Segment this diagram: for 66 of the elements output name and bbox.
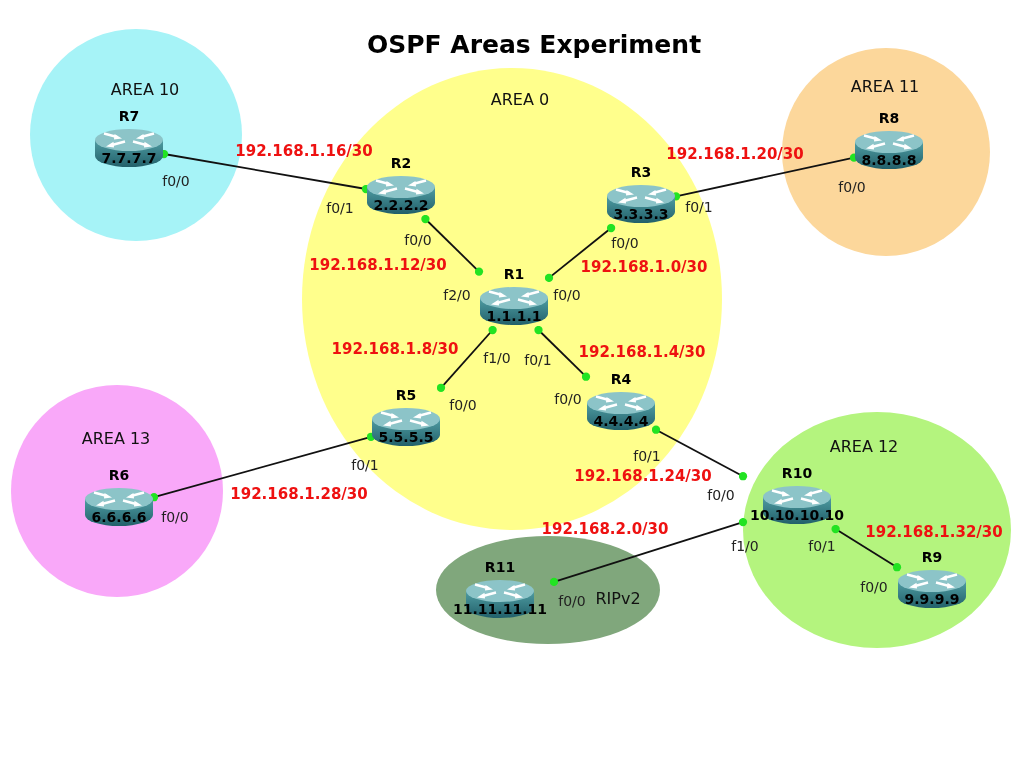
area-label: AREA 12 xyxy=(829,437,899,457)
router-id: 9.9.9.9 xyxy=(904,590,960,608)
subnet-label: 192.168.1.16/30 xyxy=(235,143,373,161)
link-line xyxy=(651,425,748,481)
interface-label: f0/0 xyxy=(553,286,581,304)
area-label: AREA 10 xyxy=(110,80,180,100)
link-line xyxy=(421,214,484,276)
interface-label: f0/0 xyxy=(558,592,586,610)
link-line xyxy=(436,325,497,392)
subnet-label: 192.168.1.8/30 xyxy=(331,341,459,359)
router-name: R3 xyxy=(630,163,652,181)
router-name: R8 xyxy=(878,109,900,127)
router-id: 4.4.4.4 xyxy=(593,412,649,430)
router-id: 8.8.8.8 xyxy=(861,151,917,169)
router-id: 7.7.7.7 xyxy=(101,149,157,167)
interface-label: f1/0 xyxy=(483,349,511,367)
link-line xyxy=(544,223,616,283)
router-name: R2 xyxy=(390,154,412,172)
subnet-label: 192.168.1.24/30 xyxy=(574,468,712,486)
link-line xyxy=(831,524,902,572)
router-id: 1.1.1.1 xyxy=(486,307,542,325)
link-line xyxy=(671,153,859,201)
interface-label: f0/0 xyxy=(449,396,477,414)
interface-label: f1/0 xyxy=(731,537,759,555)
diagram-title: OSPF Areas Experiment xyxy=(366,30,702,60)
router-name: R11 xyxy=(484,558,516,576)
interface-label: f0/1 xyxy=(326,199,354,217)
interface-label: f0/1 xyxy=(351,456,379,474)
interface-label: f0/0 xyxy=(838,178,866,196)
interface-label: f0/0 xyxy=(161,508,189,526)
link-line xyxy=(534,325,591,381)
interface-label: f0/0 xyxy=(554,390,582,408)
router-name: R1 xyxy=(503,265,525,283)
area-label: AREA 11 xyxy=(850,77,920,97)
interface-label: f2/0 xyxy=(443,286,471,304)
interface-label: f0/0 xyxy=(707,486,735,504)
router-name: R6 xyxy=(108,466,130,484)
router-name: R10 xyxy=(781,464,813,482)
router-id: 2.2.2.2 xyxy=(373,196,429,214)
link-line xyxy=(549,517,748,587)
interface-label: f0/0 xyxy=(860,578,888,596)
interface-label: f0/1 xyxy=(685,198,713,216)
interface-label: f0/1 xyxy=(524,351,552,369)
router-id: 6.6.6.6 xyxy=(91,508,147,526)
subnet-label: 192.168.1.12/30 xyxy=(309,257,447,275)
interface-label: f0/1 xyxy=(633,447,661,465)
router-id: 3.3.3.3 xyxy=(613,205,669,223)
subnet-label: 192.168.2.0/30 xyxy=(541,521,669,539)
interface-label: f0/0 xyxy=(611,234,639,252)
area-label: AREA 0 xyxy=(490,90,550,110)
interface-label: f0/0 xyxy=(162,172,190,190)
subnet-label: 192.168.1.4/30 xyxy=(578,344,706,362)
subnet-label: 192.168.1.20/30 xyxy=(666,146,804,164)
router-name: R4 xyxy=(610,370,632,388)
area-label: AREA 13 xyxy=(81,429,151,449)
router-name: R5 xyxy=(395,386,417,404)
subnet-label: 192.168.1.32/30 xyxy=(865,524,1003,542)
subnet-label: 192.168.1.0/30 xyxy=(580,259,708,277)
area-label: RIPv2 xyxy=(595,589,641,609)
link-line xyxy=(149,432,376,502)
router-id: 5.5.5.5 xyxy=(378,428,434,446)
interface-label: f0/0 xyxy=(404,231,432,249)
router-name: R7 xyxy=(118,107,140,125)
subnet-label: 192.168.1.28/30 xyxy=(230,486,368,504)
interface-label: f0/1 xyxy=(808,537,836,555)
router-name: R9 xyxy=(921,548,943,566)
